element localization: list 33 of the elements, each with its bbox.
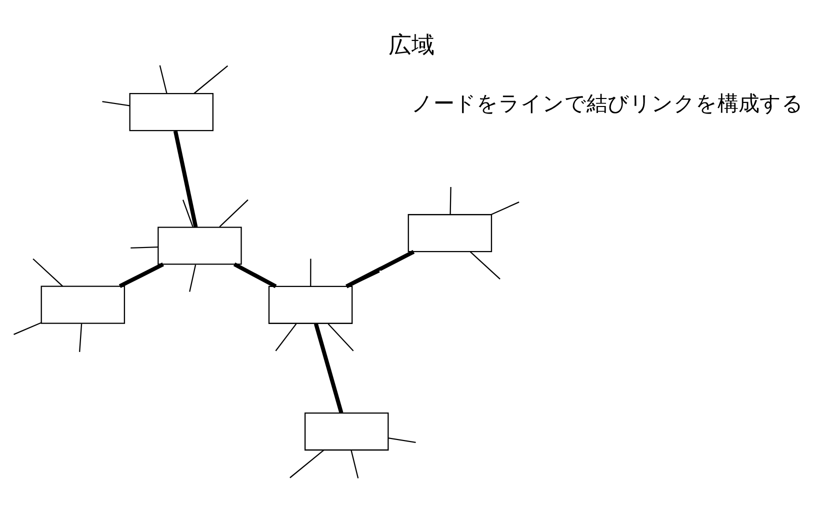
- diagram-title: 広域: [388, 32, 434, 59]
- connector: [182, 200, 194, 227]
- node-box: [268, 286, 353, 324]
- connector: [328, 323, 354, 352]
- connector: [118, 262, 164, 288]
- connector: [346, 250, 415, 288]
- connector: [350, 450, 359, 478]
- connector: [388, 438, 416, 443]
- node-box: [158, 226, 242, 265]
- connector: [314, 323, 344, 414]
- connector: [32, 258, 64, 287]
- connector: [130, 246, 158, 248]
- connector: [310, 258, 312, 286]
- connector: [219, 199, 248, 228]
- connector: [159, 65, 168, 94]
- label: ノードをラインで結びリンクを構成する: [412, 92, 804, 116]
- node-box: [408, 214, 492, 252]
- connector: [102, 100, 130, 106]
- connector: [189, 264, 196, 292]
- node-box: [129, 93, 214, 132]
- connector: [173, 130, 198, 228]
- connector: [233, 262, 277, 288]
- connector: [79, 324, 82, 352]
- connector: [194, 65, 228, 94]
- connector: [14, 322, 42, 335]
- connector: [290, 450, 324, 478]
- node-box: [40, 286, 126, 324]
- connector: [275, 324, 297, 352]
- connector: [470, 251, 500, 280]
- connector: [491, 202, 520, 216]
- connector: [450, 186, 452, 215]
- node-box: [304, 412, 389, 451]
- connector: [349, 271, 380, 287]
